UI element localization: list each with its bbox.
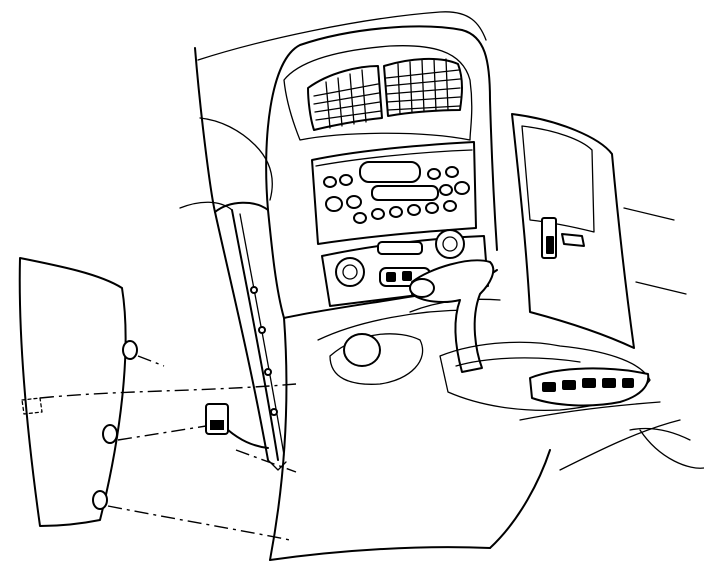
panel-clip-upper — [122, 340, 138, 360]
wire-connector — [205, 403, 269, 449]
radio-head-unit — [311, 141, 477, 245]
air-vent-left — [307, 65, 383, 131]
right-knob — [435, 229, 465, 259]
leader-line-right-bottom — [635, 281, 687, 295]
leader-line-right-top — [623, 207, 675, 221]
right-console-panel — [511, 113, 635, 349]
cassette-slot — [359, 161, 421, 183]
left-knob — [335, 257, 365, 287]
panel-clip-lower — [92, 490, 108, 510]
alignment-lines — [39, 355, 297, 541]
console-body — [269, 298, 551, 561]
gear-shifter — [409, 259, 651, 411]
radio-buttons — [323, 166, 470, 224]
cd-slot — [371, 185, 439, 201]
air-vent-right — [383, 57, 463, 117]
left-console-panel — [18, 257, 138, 527]
panel-clip-middle — [102, 424, 118, 444]
dashboard-outline — [179, 11, 487, 213]
cup-holder — [343, 333, 381, 367]
console-right-contour — [519, 401, 704, 471]
switch-cluster — [529, 367, 650, 407]
